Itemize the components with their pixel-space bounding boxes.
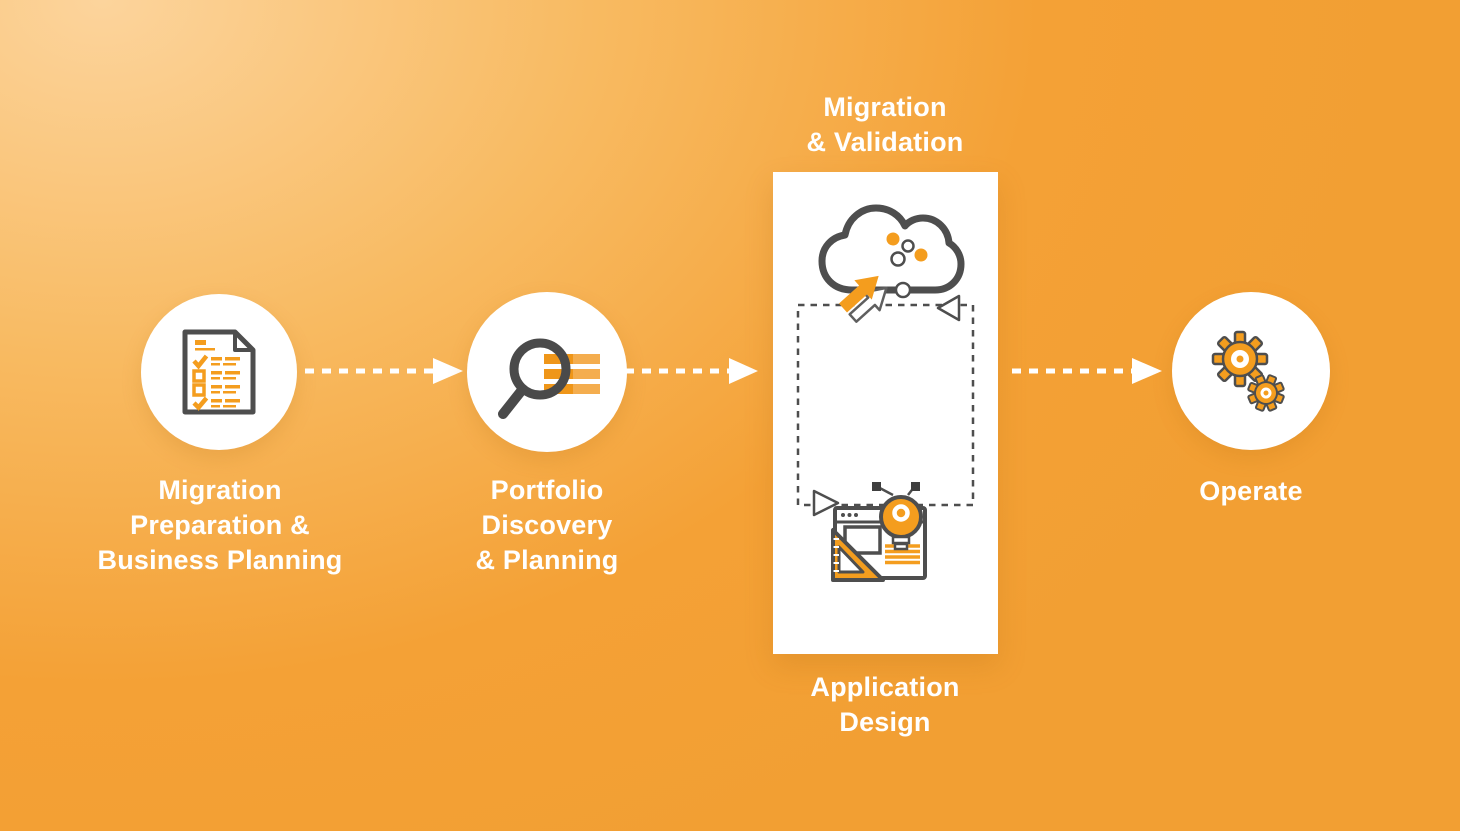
cloud-migration-icon (818, 204, 965, 323)
label-line: Operate (1199, 476, 1303, 506)
step-label-migration-preparation: Migration Preparation & Business Plannin… (60, 473, 380, 578)
app-design-icon (831, 482, 927, 582)
label-line: Business Planning (97, 545, 343, 575)
migration-validation-panel (773, 172, 998, 654)
label-line: Application (810, 672, 960, 702)
step-circle-operate (1172, 292, 1330, 450)
step-label-application-design: Application Design (765, 670, 1005, 740)
dashed-arrow-right-icon (1012, 358, 1162, 384)
magnifier-list-icon (498, 338, 600, 419)
loop-arrowhead-left (936, 294, 961, 322)
set-square (831, 528, 885, 582)
dashed-iteration-loop (796, 294, 975, 517)
label-line: Portfolio (490, 475, 604, 505)
dashed-arrow-right-icon (305, 358, 463, 384)
upload-arrow-orange (838, 275, 879, 313)
dashed-arrow-right-icon (625, 358, 758, 384)
label-line: & Planning (475, 545, 619, 575)
step-circle-migration-preparation (141, 294, 297, 450)
lightbulb (879, 495, 923, 539)
label-line: Migration (823, 92, 947, 122)
cursor-arrow-outline (848, 286, 888, 323)
gear-small (1247, 374, 1285, 412)
loop-arrowhead-right (812, 489, 840, 517)
pen-anchor (911, 482, 920, 491)
label-line: Discovery (481, 510, 613, 540)
label-line: & Validation (806, 127, 964, 157)
label-line: Migration (158, 475, 282, 505)
step-label-portfolio-discovery: Portfolio Discovery & Planning (427, 473, 667, 578)
step-label-operate: Operate (1131, 474, 1371, 509)
gears-icon (1211, 330, 1285, 412)
checklist-document-icon (182, 329, 256, 415)
step-label-migration-validation: Migration & Validation (765, 90, 1005, 160)
pen-anchor (872, 482, 881, 491)
label-line: Preparation & (130, 510, 310, 540)
step-circle-portfolio-discovery (467, 292, 627, 452)
label-line: Design (839, 707, 931, 737)
